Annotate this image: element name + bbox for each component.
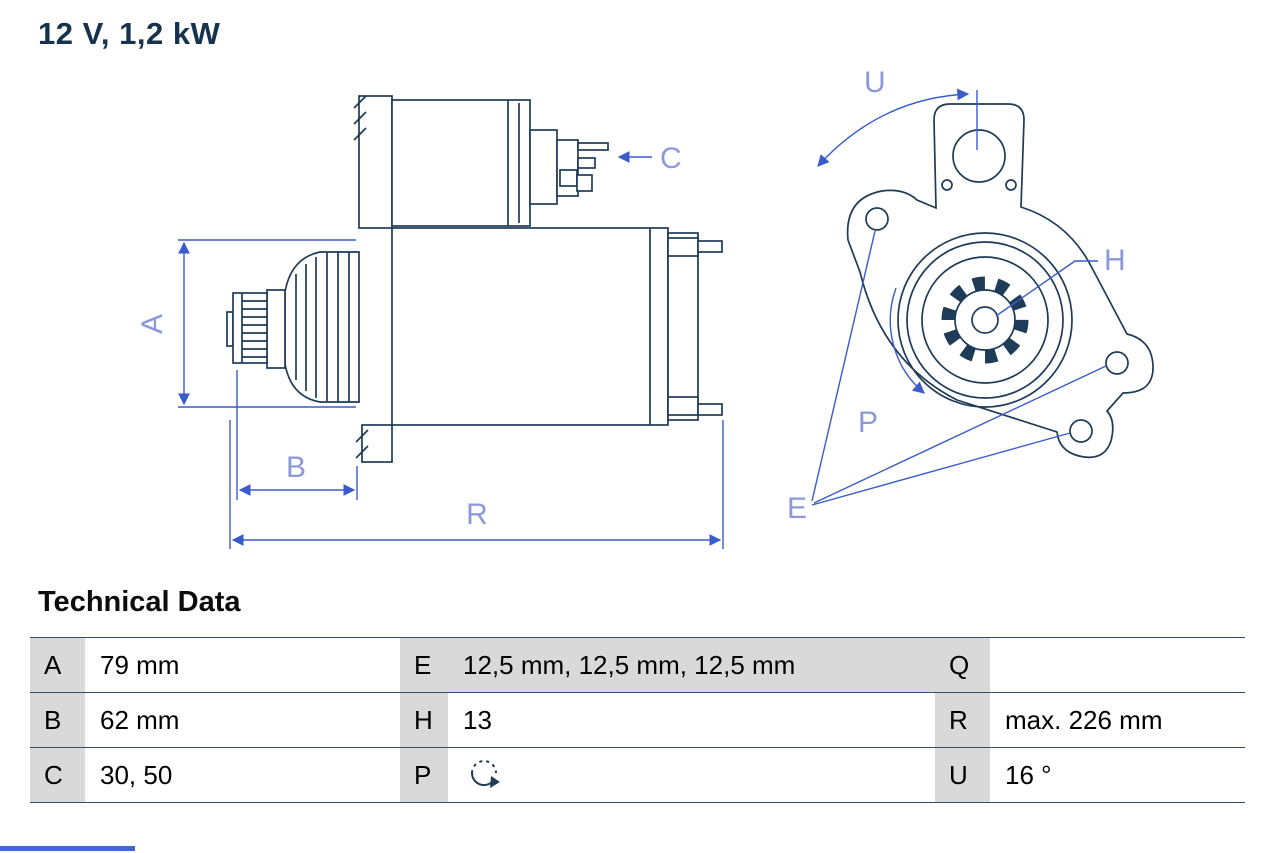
dimension-label-a: A: [136, 314, 169, 334]
table-key-cell: B: [30, 693, 85, 747]
table-value-cell: 62 mm: [100, 704, 180, 735]
mounting-hole-left: [865, 207, 889, 231]
table-key-cell: A: [30, 638, 85, 692]
table-key-cell: C: [30, 748, 85, 802]
table-value-cell: 13: [463, 704, 492, 735]
table-value-cell: 79 mm: [100, 649, 180, 680]
table-value-cell: [990, 638, 1245, 692]
side-view-dimensions: [178, 151, 724, 549]
table-row: C 30, 50 P U 16 °: [30, 747, 1245, 803]
mounting-hole-right: [1105, 351, 1129, 375]
front-view-drawing: [846, 103, 1154, 459]
dimension-label-h: H: [1104, 244, 1126, 277]
mounting-flange: [358, 95, 393, 229]
solenoid: [391, 99, 531, 227]
dimension-label-c: C: [660, 142, 682, 175]
table-key-cell: H: [400, 693, 448, 747]
pinion-gear: [226, 292, 268, 364]
table-value-cell: [448, 748, 935, 802]
table-row: A 79 mm E 12,5 mm, 12,5 mm, 12,5 mm Q: [30, 637, 1245, 692]
dimension-label-r: R: [466, 498, 488, 531]
pinion-gear-front: [897, 232, 1073, 408]
table-key-cell: P: [400, 748, 448, 802]
terminal-connector: [529, 129, 609, 205]
side-view-drawing: [226, 95, 723, 463]
end-cap: [667, 232, 723, 421]
dimension-label-e: E: [787, 492, 807, 525]
table-key-cell: E: [400, 638, 448, 692]
table-value-cell: 16 °: [1005, 759, 1052, 790]
watermark-bar: [0, 846, 135, 851]
table-value-cell: 30, 50: [100, 759, 173, 790]
technical-data-table: A 79 mm E 12,5 mm, 12,5 mm, 12,5 mm Q B …: [30, 637, 1245, 803]
table-value-cell: max. 226 mm: [1005, 704, 1163, 735]
table-value-cell: 12,5 mm, 12,5 mm, 12,5 mm: [448, 638, 935, 692]
table-key-cell: Q: [935, 638, 990, 692]
table-key-cell: R: [935, 693, 990, 747]
motor-body: [391, 227, 669, 426]
product-spec-title: 12 V, 1,2 kW: [38, 16, 221, 51]
dimension-label-p: P: [858, 406, 878, 439]
front-view-dimensions: [811, 88, 1107, 506]
technical-data-heading: Technical Data: [38, 586, 241, 618]
dimension-label-u: U: [864, 66, 886, 99]
table-row: B 62 mm H 13 R max. 226 mm: [30, 692, 1245, 747]
mounting-hole-bottom: [1069, 419, 1093, 443]
technical-drawing: A B R C U H P E: [136, 66, 1154, 549]
dimension-label-b: B: [286, 451, 306, 484]
drive-end-housing: [284, 251, 360, 403]
table-key-cell: U: [935, 748, 990, 802]
rotation-direction-icon: [470, 760, 500, 788]
